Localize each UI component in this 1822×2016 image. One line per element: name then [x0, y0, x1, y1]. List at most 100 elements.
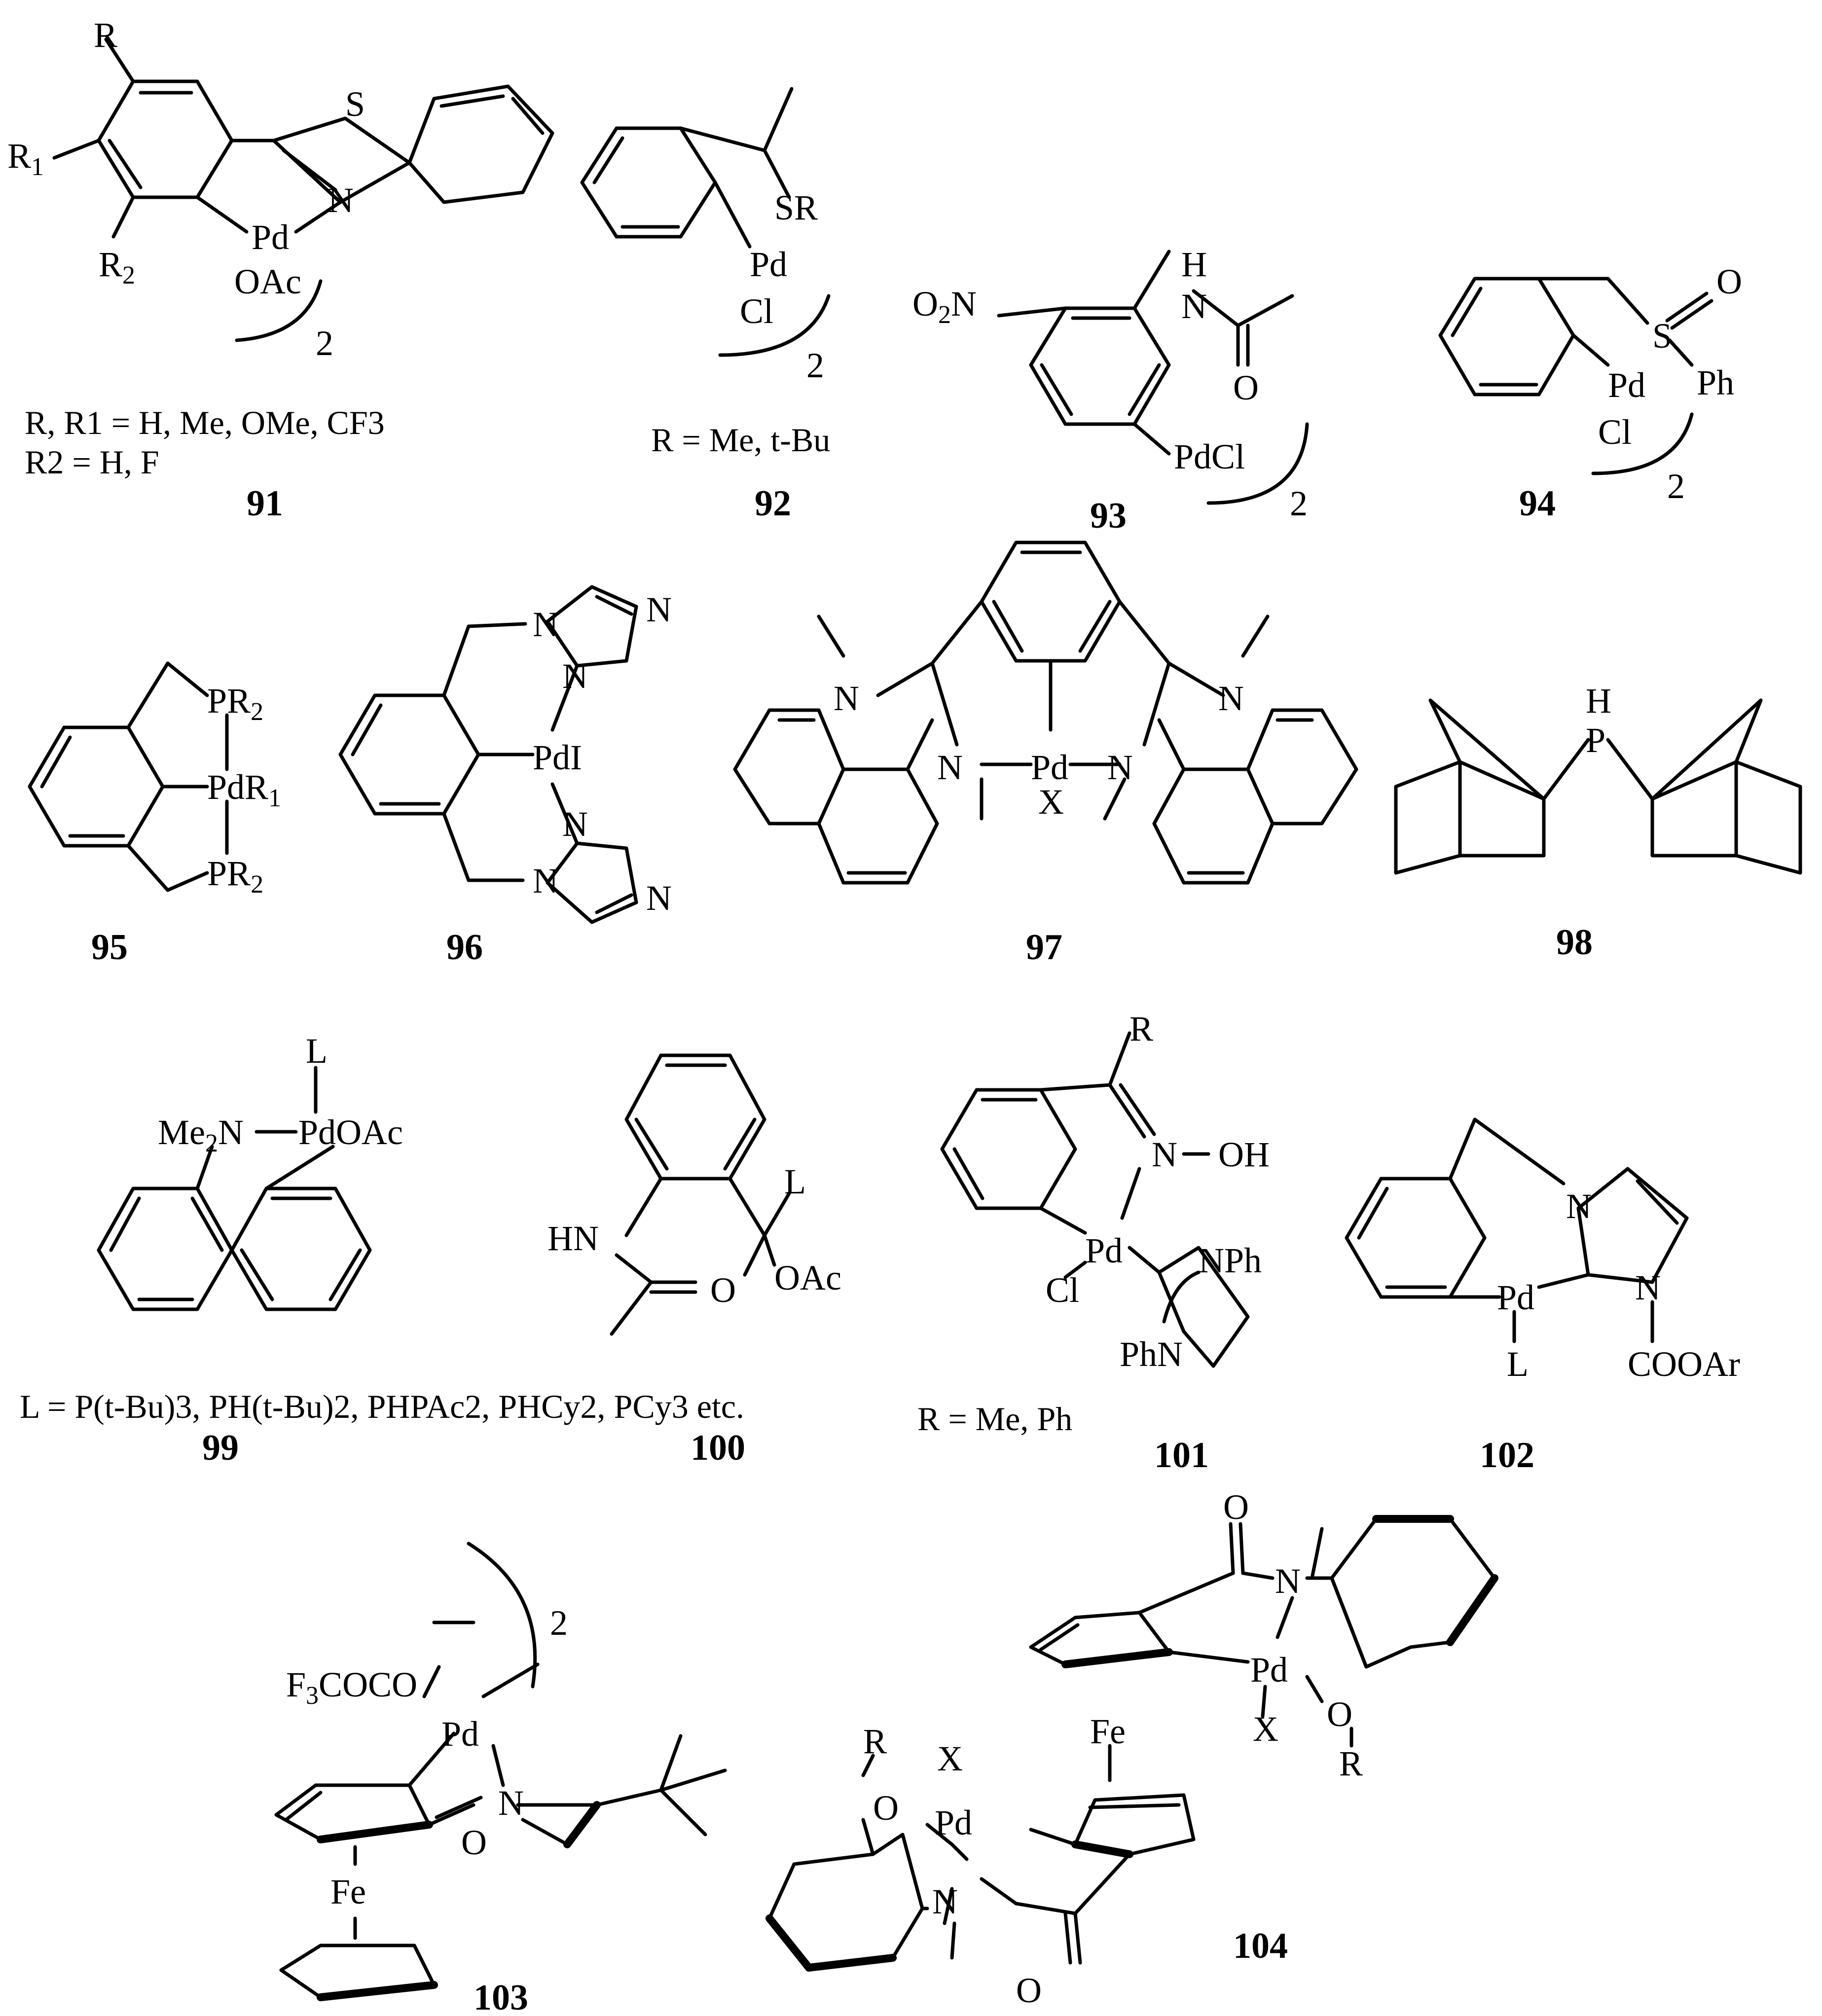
nitrogen-label: N — [328, 180, 354, 220]
compound-number-96: 96 — [446, 927, 483, 968]
dimer-count: 2 — [316, 324, 333, 363]
nph-bottom-label: PhN — [1120, 1334, 1183, 1374]
compound-96: N N N PdI N N N 96 — [338, 585, 672, 968]
pdi-label: PdI — [533, 738, 582, 777]
palladium-bottom-label: Pd — [935, 1803, 972, 1842]
iron-label: Fe — [330, 1872, 366, 1911]
r-label: R — [1130, 1009, 1153, 1048]
oxime-n-label: N — [1152, 1135, 1177, 1174]
carbonyl-o-label: O — [1233, 368, 1259, 407]
amine-n1-label: N — [834, 679, 859, 718]
chloride-label: Cl — [1598, 412, 1632, 452]
compound-99: L Me2N PdOAc L = P(t-Bu)3, PH(t-Bu)2, PH… — [20, 1031, 744, 1468]
triazole-n4-label: N — [562, 804, 588, 844]
r2-label: R2 — [99, 245, 135, 289]
dimethylamino-label: Me2N — [158, 1113, 244, 1157]
pdcl-label: PdCl — [1174, 437, 1245, 476]
compound-number-93: 93 — [1090, 496, 1127, 536]
substituent-note-91b: R2 = H, F — [25, 443, 159, 481]
palladium-label: Pd — [1085, 1231, 1123, 1270]
compound-number-92: 92 — [755, 483, 791, 524]
triazole-n3-label: N — [562, 656, 588, 696]
phosphine-h-label: H — [1586, 681, 1611, 720]
compound-number-103: 103 — [474, 1978, 528, 2016]
amide-nh-label: HN — [547, 1219, 599, 1258]
thioether-label: SR — [774, 188, 818, 227]
compound-91: R R1 R2 S N Pd OAc 2 R, R1 = H, Me, OMe,… — [7, 15, 554, 524]
compound-number-98: 98 — [1556, 922, 1593, 963]
palladium-top-label: Pd — [1250, 1650, 1288, 1690]
dimer-count: 2 — [1667, 467, 1685, 506]
compound-number-91: 91 — [247, 483, 283, 524]
hydroxyl-label: OH — [1218, 1135, 1270, 1174]
compound-number-102: 102 — [1480, 1435, 1534, 1476]
palladium-label: Pd — [441, 1714, 479, 1754]
palladium-label: Pd — [1497, 1278, 1534, 1317]
x-ligand-label: X — [1038, 782, 1064, 822]
triazole-n2-label: N — [646, 590, 672, 629]
compound-100: HN O L OAc 100 — [547, 1053, 841, 1468]
phosphine-bottom-label: PR2 — [207, 854, 263, 899]
x-ligand-bottom-label: X — [937, 1739, 963, 1778]
r-label: R — [94, 15, 117, 55]
substituent-note-99: L = P(t-Bu)3, PH(t-Bu)2, PHPAc2, PHCy2, … — [20, 1388, 744, 1425]
sulfoxide-s-label: S — [1652, 316, 1672, 356]
trifluoroacetate-label: F3COCO — [286, 1665, 417, 1710]
acetate-label: OAc — [774, 1258, 841, 1297]
amine-n4-label: N — [1218, 679, 1244, 718]
carbonyl-o-bottom-label: O — [1016, 1971, 1042, 2010]
x-ligand-top-label: X — [1253, 1709, 1278, 1749]
triazole-n5-label: N — [533, 861, 558, 900]
phosphine-top-label: PR2 — [207, 681, 263, 726]
substituent-note-92: R = Me, t-Bu — [651, 421, 830, 459]
sulfoxide-o-label: O — [1716, 262, 1742, 301]
ether-o-top-label: O — [1327, 1694, 1352, 1734]
palladium-label: Pd — [1608, 365, 1645, 405]
triazole-n6-label: N — [646, 878, 672, 918]
imidazole-n1-label: N — [1566, 1187, 1592, 1226]
imidazole-n2-label: N — [1635, 1268, 1661, 1307]
compound-number-100: 100 — [691, 1428, 745, 1468]
amine-n3-label: N — [1107, 748, 1133, 787]
compound-number-95: 95 — [91, 927, 128, 968]
dimer-count: 2 — [550, 1603, 568, 1643]
ligand-l-label: L — [784, 1162, 806, 1201]
r-bottom-label: R — [863, 1722, 887, 1761]
ether-o-bottom-label: O — [873, 1788, 899, 1828]
dimer-count: 2 — [806, 346, 824, 385]
compound-102: N N Pd L COOAr 102 — [1345, 1117, 1740, 1476]
compound-103: F3COCO 2 Pd N O Fe 103 — [274, 1542, 727, 2016]
dimer-count: 2 — [1290, 484, 1308, 523]
oxazoline-n-label: N — [498, 1783, 524, 1823]
amide-n-label: N — [1181, 287, 1207, 326]
compound-98: H P 98 — [1394, 681, 1802, 963]
compound-101: R N OH Pd Cl NPh PhN R = Me, Ph 101 — [917, 1009, 1270, 1476]
triazole-n1-label: N — [533, 605, 558, 644]
ligand-l-label: L — [1507, 1344, 1529, 1384]
r1-label: R1 — [7, 136, 44, 181]
compound-number-101: 101 — [1154, 1435, 1209, 1476]
nitro-label: O2N — [912, 284, 977, 329]
palladium-label: Pd — [252, 217, 289, 257]
compound-97: N N Pd X N N 97 — [733, 540, 1358, 968]
compound-94: S O Ph Pd Cl 2 94 — [1438, 262, 1742, 524]
nph-top-label: NPh — [1199, 1241, 1262, 1280]
amide-h-label: H — [1181, 245, 1207, 284]
carbonyl-o-top-label: O — [1223, 1487, 1249, 1527]
sulfur-label: S — [345, 84, 365, 124]
substituent-note-91a: R, R1 = H, Me, OMe, CF3 — [25, 404, 385, 441]
r-top-label: R — [1339, 1744, 1363, 1783]
compound-number-97: 97 — [1026, 927, 1062, 968]
amide-n-top-label: N — [1275, 1561, 1301, 1601]
compound-93: O2N H N O PdCl 2 93 — [912, 245, 1309, 536]
carbamate-label: COOAr — [1628, 1344, 1740, 1384]
pd-r1-label: PdR1 — [207, 767, 281, 812]
phosphorus-label: P — [1586, 720, 1605, 760]
compound-92: SR Pd Cl 2 R = Me, t-Bu 92 — [580, 87, 831, 524]
compound-95: PR2 PdR1 PR2 95 — [28, 661, 281, 968]
palladium-label: Pd — [750, 245, 787, 284]
amine-n2-label: N — [937, 748, 963, 787]
chloride-label: Cl — [740, 291, 773, 331]
compound-number-104: 104 — [1233, 1926, 1288, 1966]
palladium-label: Pd — [1031, 748, 1068, 787]
